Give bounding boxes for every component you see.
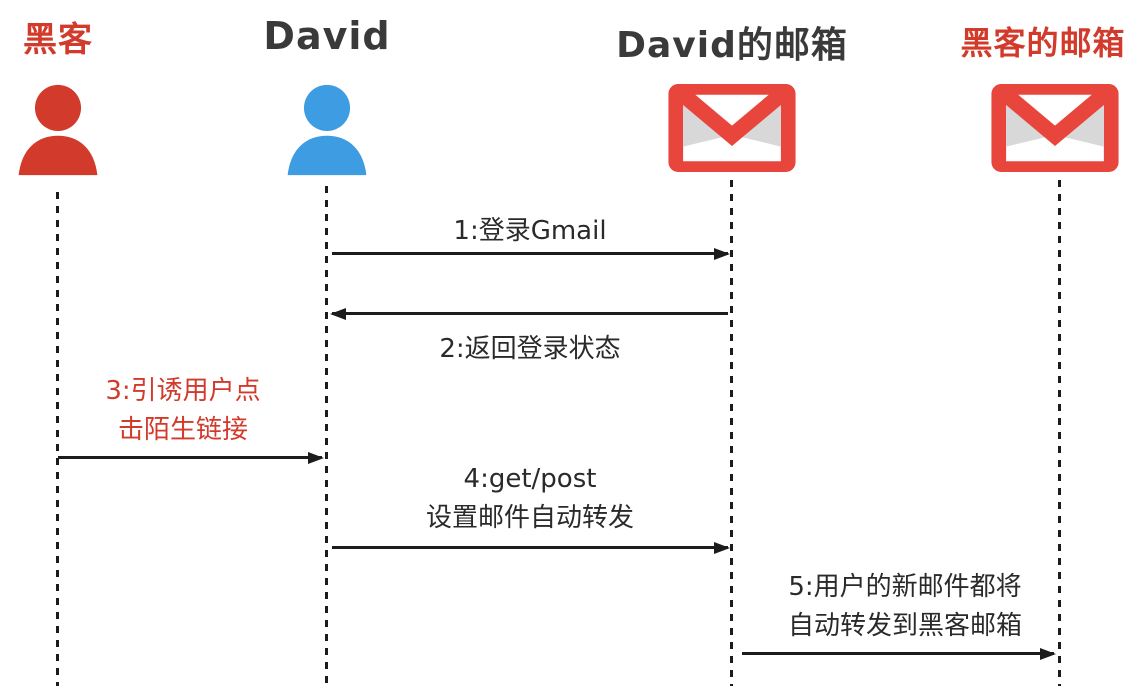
message-label-5: 5:用户的新邮件都将 自动转发到黑客邮箱 [787,572,1022,641]
actor-label-david: David [263,14,391,58]
lifeline-hacker [56,192,59,686]
message-arrow-5 [742,648,1056,660]
message-arrow-2 [330,308,728,320]
message-label-4: 4:get/post 设置邮件自动转发 [425,464,634,533]
message-arrow-4 [332,542,730,554]
lifeline-david [325,186,328,686]
lifeline-david-mailbox [730,180,733,686]
message-label-3: 3:引诱用户点 击陌生链接 [105,376,261,445]
hacker-person-icon [18,84,98,176]
actor-label-hacker: 黑客 [23,20,93,60]
actor-label-hacker-mailbox: 黑客的邮箱 [960,24,1126,62]
david-person-icon [287,84,367,176]
message-arrow-1 [332,248,730,260]
actor-label-david-mailbox: David的邮箱 [616,25,848,66]
message-arrow-3 [58,452,324,464]
lifeline-hacker-mailbox [1058,180,1061,686]
message-label-1: 1:登录Gmail [453,216,607,246]
hacker-gmail-icon [991,84,1119,172]
david-gmail-icon [668,84,796,172]
message-label-2: 2:返回登录状态 [439,334,621,364]
